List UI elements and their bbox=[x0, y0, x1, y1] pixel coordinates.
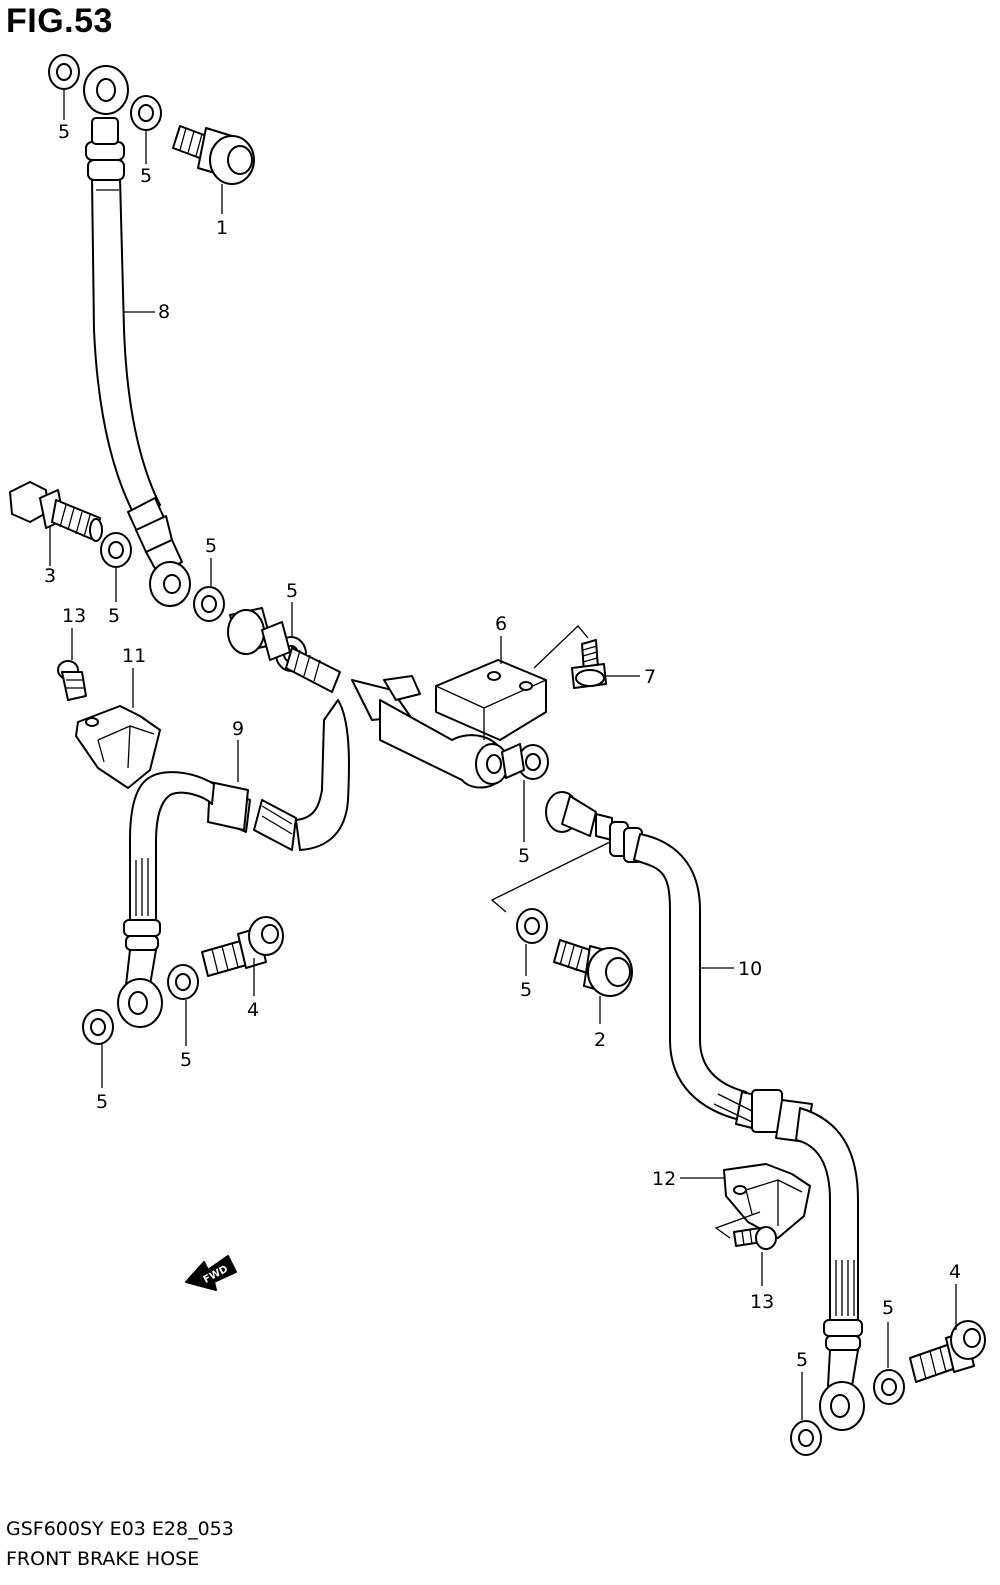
callout-3: 3 bbox=[44, 565, 56, 587]
washer-left-mid[interactable] bbox=[100, 532, 132, 568]
washer-left-caliper-b[interactable] bbox=[82, 1009, 114, 1045]
washer-left-caliper-a[interactable] bbox=[167, 964, 199, 1000]
callout-8: 8 bbox=[158, 301, 170, 323]
union-bolt-1[interactable] bbox=[172, 125, 255, 185]
clamp-11[interactable] bbox=[75, 705, 161, 789]
union-bolt-4-left[interactable] bbox=[201, 916, 284, 977]
screw-13-right[interactable] bbox=[733, 1226, 777, 1250]
washer-lower-center[interactable] bbox=[516, 908, 548, 944]
callout-11: 11 bbox=[122, 645, 146, 667]
callout-labels: 1 2 3 4 4 5 5 5 5 5 5 5 5 5 5 5 5 6 7 8 … bbox=[44, 121, 961, 1371]
union-bolt-4-right[interactable] bbox=[909, 1320, 986, 1383]
bracket-6[interactable] bbox=[435, 659, 547, 741]
figure-title: FIG.53 bbox=[6, 2, 113, 40]
callout-5-right-caliper-a: 5 bbox=[882, 1297, 894, 1319]
callout-5-left-caliper-a: 5 bbox=[180, 1049, 192, 1071]
union-bolt-2[interactable] bbox=[553, 939, 633, 997]
callout-4-left: 4 bbox=[247, 999, 259, 1021]
callout-9: 9 bbox=[232, 718, 244, 740]
clamp-12[interactable] bbox=[723, 1163, 811, 1239]
washer-right-caliper-b[interactable] bbox=[790, 1420, 822, 1456]
screw-13-left[interactable] bbox=[57, 660, 87, 701]
bolt-7[interactable] bbox=[571, 639, 607, 689]
callout-10: 10 bbox=[738, 958, 762, 980]
callout-5-left-mid: 5 bbox=[108, 605, 120, 627]
washer-top-left[interactable] bbox=[48, 54, 80, 90]
callout-5-upper-center: 5 bbox=[205, 535, 217, 557]
washer-right-caliper-a[interactable] bbox=[873, 1369, 905, 1405]
washer-upper-center[interactable] bbox=[193, 586, 225, 622]
figure-name: FRONT BRAKE HOSE bbox=[6, 1548, 200, 1570]
callout-13-left: 13 bbox=[62, 605, 86, 627]
model-code: GSF600SY E03 E28_053 bbox=[6, 1518, 234, 1540]
callout-13-right: 13 bbox=[750, 1291, 774, 1313]
callout-5-junction-right: 5 bbox=[518, 845, 530, 867]
callout-12: 12 bbox=[652, 1168, 676, 1190]
union-bolt-3[interactable] bbox=[9, 481, 103, 542]
brake-hose-10[interactable] bbox=[545, 791, 865, 1431]
callout-4-right: 4 bbox=[949, 1261, 961, 1283]
callout-2: 2 bbox=[594, 1029, 606, 1051]
washer-top-mid[interactable] bbox=[130, 95, 162, 131]
brake-hose-9[interactable] bbox=[117, 699, 350, 1028]
callout-5-top-left: 5 bbox=[58, 121, 70, 143]
callout-5-junction-left: 5 bbox=[286, 580, 298, 602]
fwd-arrow-icon: FWD bbox=[185, 1255, 237, 1291]
callout-1: 1 bbox=[216, 217, 228, 239]
three-way-joint[interactable] bbox=[227, 607, 525, 789]
callout-5-lower-center: 5 bbox=[520, 979, 532, 1001]
brake-hose-8[interactable] bbox=[83, 65, 191, 607]
callout-6: 6 bbox=[495, 613, 507, 635]
callout-5-left-caliper-b: 5 bbox=[96, 1091, 108, 1113]
callout-7: 7 bbox=[644, 666, 656, 688]
leader-lines bbox=[49, 90, 957, 1420]
callout-5-top-mid: 5 bbox=[140, 165, 152, 187]
callout-5-right-caliper-b: 5 bbox=[796, 1349, 808, 1371]
